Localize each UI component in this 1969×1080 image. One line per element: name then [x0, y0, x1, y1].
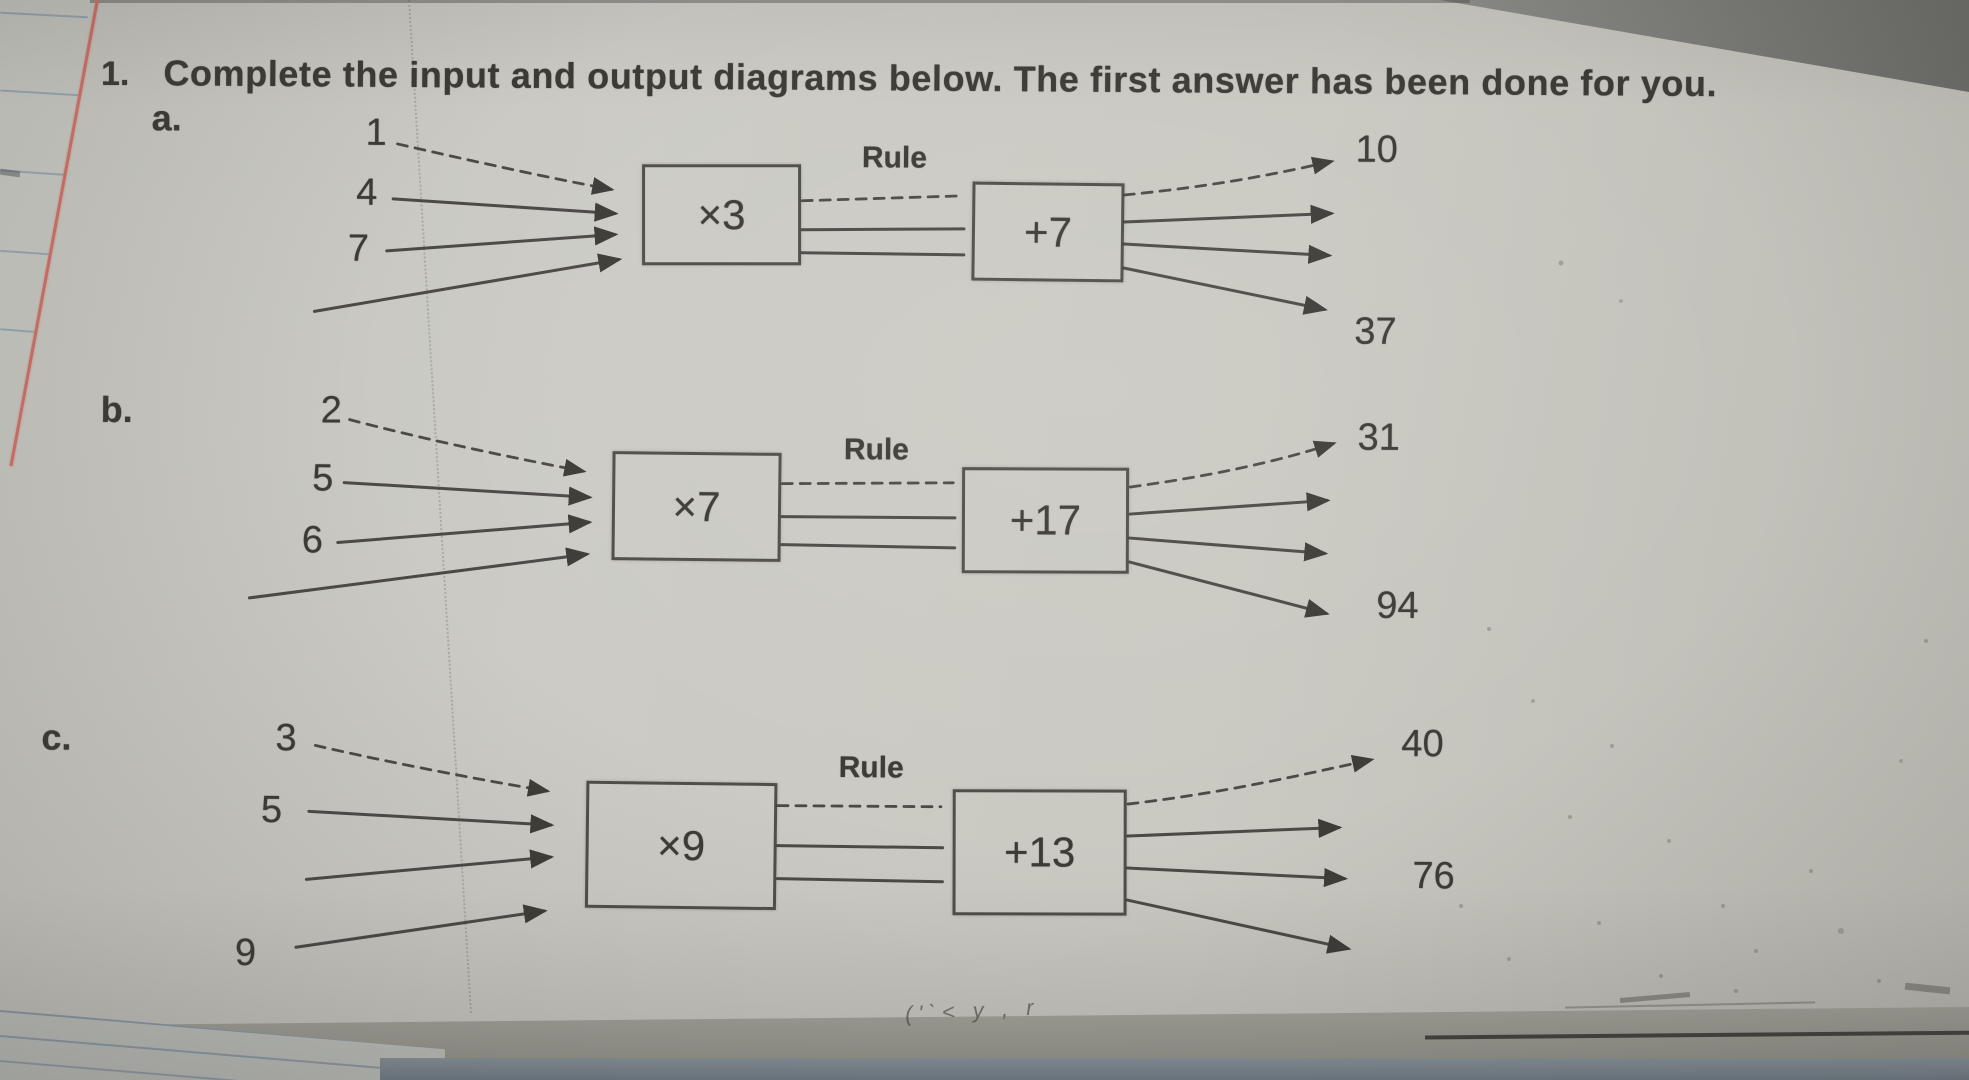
diagram-b-label: b. — [100, 388, 133, 431]
diagram-c-input-2: 5 — [260, 789, 283, 832]
arrow — [1128, 560, 1330, 618]
arrow — [342, 481, 593, 506]
diagram-b-multiply-box: ×7 — [611, 451, 782, 562]
connector — [780, 515, 957, 520]
diagram-c-multiply-box: ×9 — [584, 780, 778, 911]
diagram-b-output-1: 31 — [1357, 416, 1400, 459]
arrow — [1125, 898, 1352, 954]
arrow — [247, 547, 591, 600]
diagram-c-input-1: 3 — [275, 717, 297, 760]
arrow — [385, 226, 619, 253]
diagram-b-operation-1: ×7 — [672, 482, 721, 530]
connector-dashed — [780, 481, 955, 486]
diagram-b-operation-2: +17 — [1009, 496, 1082, 544]
diagram-a-multiply-box: ×3 — [642, 164, 802, 266]
diagram-a-add-box: +7 — [971, 181, 1125, 283]
arrow — [391, 197, 619, 222]
diagram-c-label: c. — [41, 716, 72, 758]
arrow-dashed — [1128, 440, 1337, 489]
connector — [780, 543, 957, 550]
arrow — [294, 904, 548, 949]
arrow — [1126, 866, 1349, 888]
question-text: Complete the input and output diagrams b… — [163, 52, 1718, 105]
diagram-a-output-2: 37 — [1354, 310, 1397, 353]
connector-dashed — [776, 804, 943, 809]
arrow — [336, 514, 593, 545]
arrow — [1128, 536, 1329, 562]
diagram-a-input-1: 1 — [365, 111, 387, 154]
arrow-dashed — [1126, 755, 1375, 806]
diagram-c-operation-2: +13 — [1003, 828, 1076, 876]
arrow — [307, 809, 555, 834]
arrow-dashed — [396, 142, 615, 195]
diagram-b-arrows — [247, 418, 1337, 618]
bottom-strip — [380, 1058, 1969, 1080]
diagram-c-add-box: +13 — [952, 789, 1127, 916]
diagram-b-rule-title: Rule — [843, 433, 910, 467]
diagram-a-operation-2: +7 — [1023, 207, 1073, 256]
diagram-a-arrows — [312, 142, 1335, 315]
arrow-dashed — [348, 418, 587, 477]
arrow — [1122, 242, 1333, 264]
arrow — [1126, 818, 1343, 838]
arrow — [1122, 266, 1328, 315]
diagram-b-input-1: 2 — [320, 389, 342, 432]
arrow — [304, 849, 555, 881]
connector — [800, 227, 966, 232]
diagram-a-rule-title: Rule — [861, 141, 928, 175]
diagram-c-operation-1: ×9 — [656, 821, 706, 869]
diagram-b-input-3: 6 — [301, 519, 324, 562]
diagram-a-input-3: 7 — [347, 227, 370, 270]
question-line: 1. Complete the input and output diagrams… — [101, 52, 1717, 105]
diagram-b-add-box: +17 — [961, 467, 1130, 574]
connector — [776, 844, 945, 850]
connector — [800, 251, 966, 257]
arrow — [1122, 204, 1335, 224]
arrow — [1128, 492, 1331, 516]
diagram-c-rule-title: Rule — [838, 751, 904, 785]
diagram-a-operation-1: ×3 — [697, 190, 746, 238]
diagram-b-input-2: 5 — [312, 457, 334, 500]
diagram-c-output-1: 40 — [1401, 722, 1444, 766]
diagram-a-label: a. — [151, 97, 182, 139]
arrow-dashed — [313, 743, 551, 797]
question-number: 1. — [100, 54, 130, 94]
connector-dashed — [800, 194, 963, 203]
diagram-c-input-3: 9 — [234, 931, 257, 974]
page-top-edge — [90, 0, 1470, 3]
diagram-a-output-1: 10 — [1355, 128, 1398, 171]
diagram-b-output-2: 94 — [1376, 584, 1419, 628]
arrow-dashed — [1122, 156, 1335, 197]
diagram-a-input-2: 4 — [356, 171, 378, 214]
diagram-c-output-2: 76 — [1412, 855, 1455, 898]
connector — [775, 877, 944, 884]
